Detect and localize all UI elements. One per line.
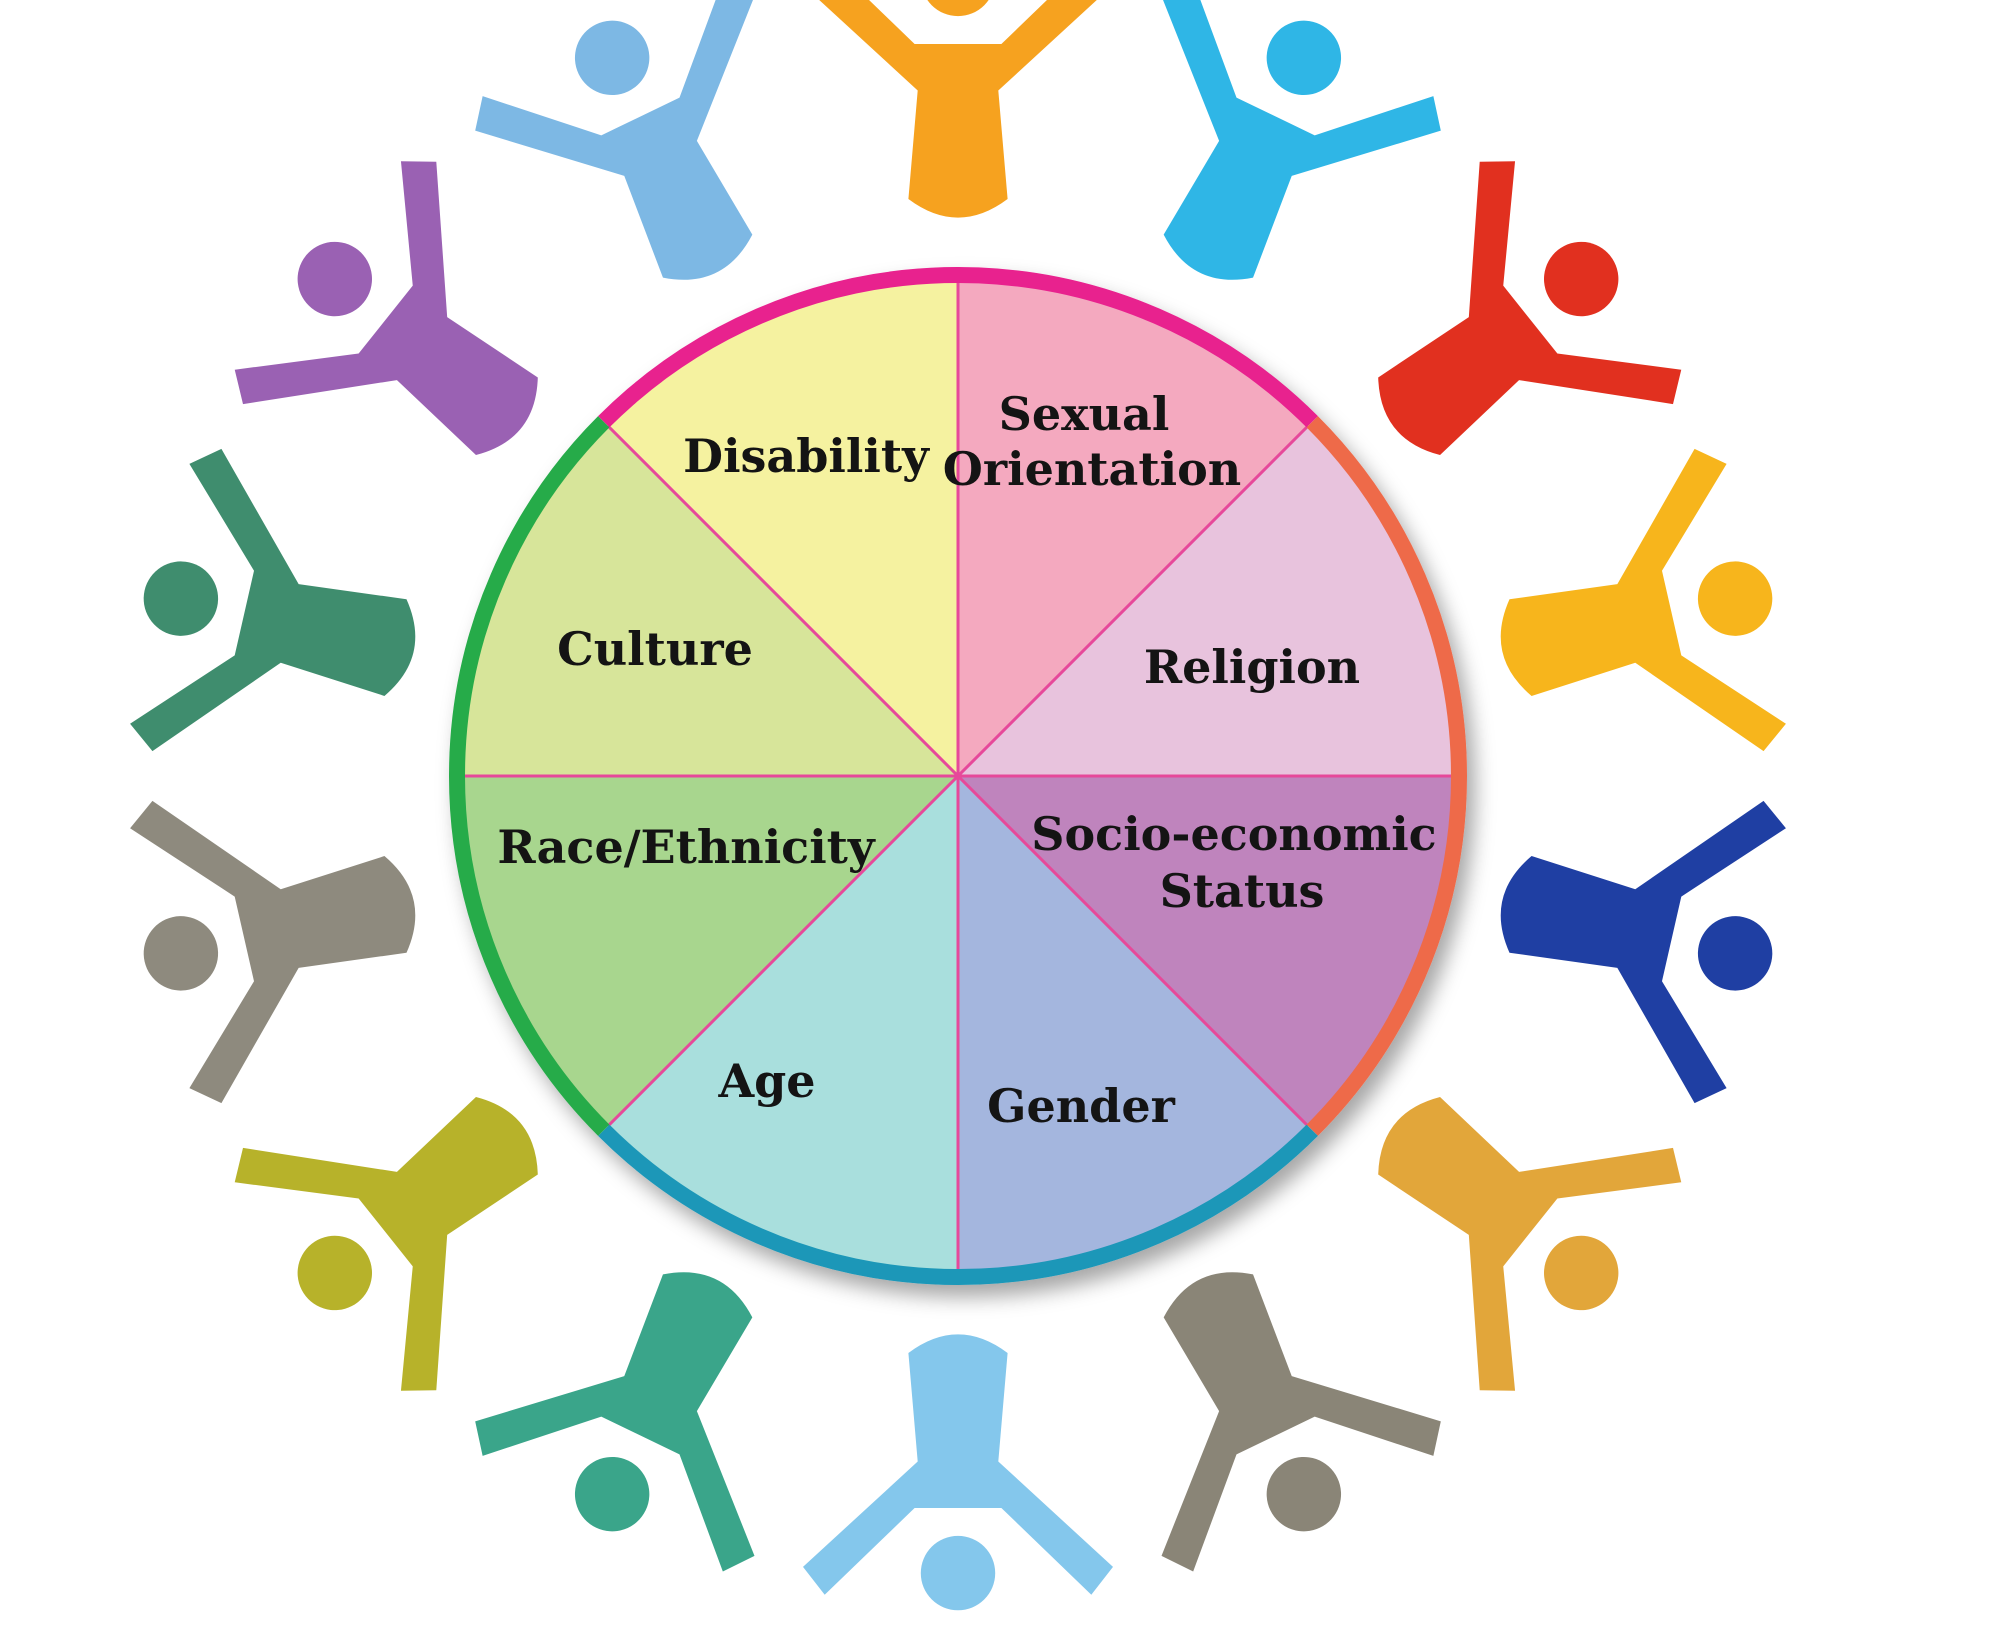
wheel-rim — [449, 267, 1467, 1285]
segment-disability — [607, 281, 958, 776]
segment-gender — [958, 776, 1309, 1271]
rim-arc-top — [598, 267, 1318, 428]
person-head — [574, 1456, 650, 1532]
person-body — [234, 161, 538, 456]
person-body — [1500, 448, 1786, 752]
person-figure — [1378, 1096, 1682, 1391]
person-head — [1543, 241, 1619, 317]
person-body — [1378, 161, 1682, 456]
label-age: Age — [717, 1054, 815, 1108]
person-figure — [130, 448, 416, 752]
person-body — [130, 800, 416, 1104]
person-head — [1697, 561, 1773, 636]
person-head — [927, 0, 989, 17]
rim-arc-left — [449, 416, 610, 1136]
person-body — [803, 1334, 1113, 1595]
person-body — [475, 0, 755, 280]
person-body — [1500, 800, 1786, 1104]
person-body — [1161, 1272, 1441, 1572]
label-sexual-orientation-line-2: Orientation — [943, 442, 1241, 496]
label-sexual-orientation-line-1: Sexual — [999, 387, 1170, 441]
person-head — [1266, 20, 1342, 96]
person-body — [1378, 1096, 1682, 1391]
label-religion: Religion — [1144, 640, 1360, 694]
wheel-segments — [463, 281, 1453, 1271]
person-head — [143, 916, 219, 991]
person-head — [143, 561, 219, 636]
wheel-labels: Disability Sexual Orientation Religion S… — [497, 387, 1452, 1133]
person-head — [297, 1235, 373, 1311]
person-head — [297, 241, 373, 317]
label-socio-economic-status-line-1: Socio-economic — [1031, 807, 1436, 861]
person-figure — [475, 0, 755, 280]
label-disability: Disability — [683, 429, 930, 483]
person-body — [1161, 0, 1441, 280]
person-figure — [1378, 161, 1682, 456]
person-head — [574, 20, 650, 96]
person-body — [234, 1096, 538, 1391]
person-figure — [1161, 0, 1441, 280]
label-culture-line-1: Culture — [557, 622, 753, 676]
segment-race-ethnicity — [463, 776, 958, 1127]
label-race-ethnicity-line-1: Race/Ethnicity — [497, 820, 876, 874]
segment-age — [607, 776, 958, 1271]
segment-culture — [463, 425, 958, 776]
label-sexual-orientation: Sexual Orientation — [943, 387, 1241, 496]
divider-line — [606, 424, 1310, 1128]
person-figure — [475, 1272, 755, 1572]
segment-religion — [958, 425, 1453, 776]
segment-socio-economic-status — [958, 776, 1453, 1127]
label-religion-line-1: Religion — [1144, 640, 1360, 694]
segment-sexual-orientation — [958, 281, 1309, 776]
label-disability-line-1: Disability — [683, 429, 930, 483]
person-body — [819, 0, 1097, 218]
people-ring — [130, 0, 1786, 1611]
person-figure — [234, 1096, 538, 1391]
person-head — [1266, 1456, 1342, 1532]
label-race-ethnicity: Race/Ethnicity — [497, 820, 876, 874]
rim-arc-bottom — [598, 1124, 1318, 1285]
person-figure — [1161, 1272, 1441, 1572]
label-gender-line-1: Gender — [987, 1079, 1175, 1133]
person-head — [920, 1535, 996, 1611]
label-socio-economic-status-line-2: Status — [1160, 864, 1325, 918]
person-figure — [1500, 448, 1786, 752]
wheel — [449, 267, 1467, 1285]
label-age-line-1: Age — [717, 1054, 815, 1108]
person-figure — [130, 800, 416, 1104]
rim-arc-right — [1306, 416, 1467, 1136]
label-socio-economic-status: Socio-economic Status — [1031, 807, 1452, 918]
person-figure — [819, 0, 1097, 218]
label-culture: Culture — [557, 622, 753, 676]
person-body — [130, 448, 416, 752]
person-figure — [1500, 800, 1786, 1104]
label-gender: Gender — [987, 1079, 1175, 1133]
person-figure — [803, 1334, 1113, 1611]
person-figure — [234, 161, 538, 456]
person-head — [1697, 916, 1773, 991]
wheel-dividers — [463, 281, 1453, 1271]
person-head — [1543, 1235, 1619, 1311]
person-body — [475, 1272, 755, 1572]
